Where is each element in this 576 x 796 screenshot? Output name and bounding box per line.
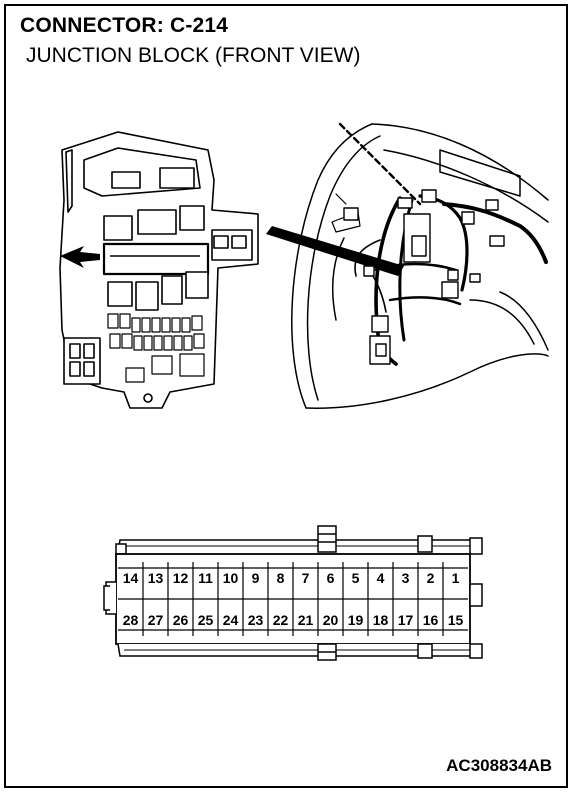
pin-number: 21: [298, 612, 314, 628]
dashboard-harness-drawing: [291, 122, 549, 409]
pin-number: 13: [148, 570, 164, 586]
pin-number: 25: [198, 612, 214, 628]
pin-number: 24: [223, 612, 239, 628]
pointer-arrow-icon: [60, 246, 100, 268]
pin-number: 14: [123, 570, 139, 586]
pin-number: 16: [423, 612, 439, 628]
pin-number: 18: [373, 612, 389, 628]
junction-block-drawing: [59, 131, 259, 409]
pin-number: 23: [248, 612, 264, 628]
pin-number: 27: [148, 612, 164, 628]
pin-number: 5: [352, 570, 360, 586]
pin-number: 10: [223, 570, 239, 586]
connector-subtitle: JUNCTION BLOCK (FRONT VIEW): [26, 44, 361, 67]
pin-number: 19: [348, 612, 364, 628]
pin-number: 20: [323, 612, 339, 628]
pin-number: 17: [398, 612, 414, 628]
pin-number: 7: [302, 570, 310, 586]
pin-number: 22: [273, 612, 289, 628]
pin-number: 3: [402, 570, 410, 586]
pin-number: 28: [123, 612, 139, 628]
pin-number: 9: [252, 570, 260, 586]
connector-title: CONNECTOR: C-214: [20, 14, 229, 37]
pin-number: 1: [452, 570, 460, 586]
pin-number: 12: [173, 570, 189, 586]
pin-number: 2: [427, 570, 435, 586]
pin-number: 6: [327, 570, 335, 586]
pin-number: 4: [377, 570, 385, 586]
connector-c214-drawing: [103, 525, 483, 661]
pin-number: 8: [277, 570, 285, 586]
pin-number: 26: [173, 612, 189, 628]
pin-number: 11: [198, 570, 213, 586]
pin-number: 15: [448, 612, 464, 628]
diagram-frame: [4, 4, 568, 788]
figure-code: AC308834AB: [446, 756, 552, 775]
